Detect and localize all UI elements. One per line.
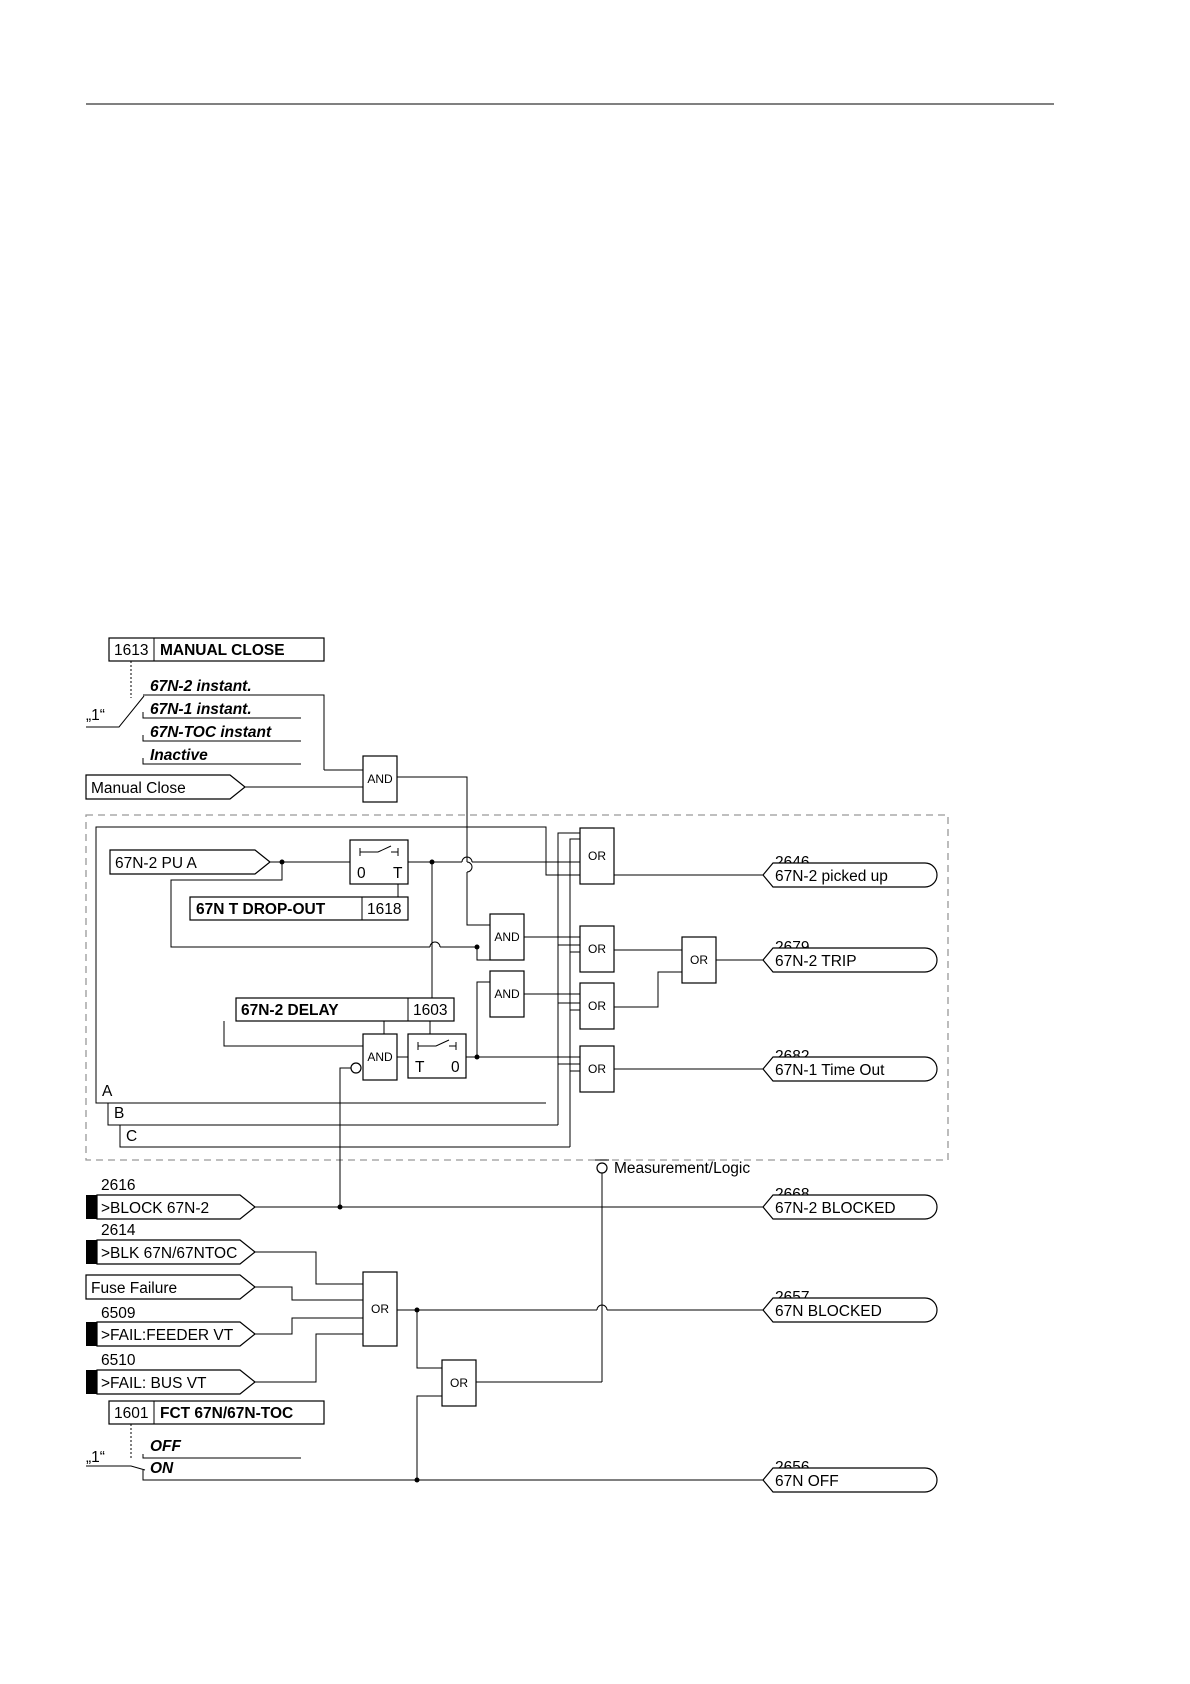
input-fail-bus-vt: 6510 >FAIL: BUS VT [86, 1352, 256, 1395]
selector-constant-label: „1“ [86, 1449, 105, 1466]
svg-text:67N-2 DELAY: 67N-2 DELAY [241, 1002, 339, 1019]
and-gate-trip-upper: AND [489, 913, 525, 961]
svg-text:6509: 6509 [101, 1305, 135, 1322]
svg-text:67N-2 TRIP: 67N-2 TRIP [775, 953, 857, 970]
option-67n2-instant: 67N-2 instant. [150, 678, 252, 695]
svg-text:OR: OR [588, 849, 606, 863]
svg-text:67N-2 BLOCKED: 67N-2 BLOCKED [775, 1200, 896, 1217]
svg-text:AND: AND [367, 772, 393, 786]
output-time-out: 2682 67N-1 Time Out [762, 1048, 938, 1082]
phase-c-frame [119, 1125, 570, 1148]
measurement-logic-boundary [85, 814, 949, 1161]
setting-code: 1613 [114, 642, 148, 659]
svg-text:OR: OR [371, 1302, 389, 1316]
input-block-67n2: 2616 >BLOCK 67N-2 [86, 1177, 256, 1220]
svg-text:67N-1 Time Out: 67N-1 Time Out [775, 1062, 885, 1079]
input-blk-67n-toc: 2614 >BLK 67N/67NTOC [86, 1222, 256, 1265]
or-gate-trip-2: OR [579, 982, 615, 1030]
option-on: ON [150, 1460, 174, 1477]
svg-text:67N BLOCKED: 67N BLOCKED [775, 1303, 882, 1320]
phase-b-label: B [114, 1105, 124, 1122]
svg-text:>BLOCK 67N-2: >BLOCK 67N-2 [101, 1200, 209, 1217]
svg-text:1618: 1618 [367, 901, 401, 918]
setting-name: FCT 67N/67N-TOC [160, 1405, 293, 1422]
phase-a-frame [95, 826, 580, 1104]
svg-text:AND: AND [367, 1050, 393, 1064]
svg-text:OR: OR [588, 999, 606, 1013]
setting-delay: 67N-2 DELAY 1603 [235, 997, 455, 1022]
negation-circle [350, 1062, 362, 1074]
output-67n2-blocked: 2668 67N-2 BLOCKED [762, 1186, 938, 1220]
setting-name: MANUAL CLOSE [160, 642, 285, 659]
setting-fct: 1601 FCT 67N/67N-TOC OFF ON „1“ [86, 1400, 763, 1481]
phase-c-label: C [126, 1128, 137, 1145]
or-gate-pickup: OR [579, 827, 615, 885]
svg-text:Fuse Failure: Fuse Failure [91, 1280, 177, 1297]
and-gate-manual-close: AND [362, 755, 398, 803]
svg-text:0: 0 [451, 1059, 460, 1076]
or-gate-timeout: OR [579, 1045, 615, 1093]
option-67n1-instant: 67N-1 instant. [150, 701, 252, 718]
or-gate-blocked: OR [362, 1271, 398, 1347]
option-off: OFF [150, 1438, 182, 1455]
input-fuse-failure: Fuse Failure [85, 1274, 256, 1300]
setting-code: 1601 [114, 1405, 148, 1422]
svg-text:OR: OR [450, 1376, 468, 1390]
svg-text:2614: 2614 [101, 1222, 136, 1239]
selector-switch [86, 695, 145, 728]
svg-text:67N-2 PU A: 67N-2 PU A [115, 855, 198, 872]
phase-a-label: A [102, 1083, 113, 1100]
svg-text:>FAIL:FEEDER VT: >FAIL:FEEDER VT [101, 1327, 234, 1344]
svg-text:>FAIL: BUS VT: >FAIL: BUS VT [101, 1375, 207, 1392]
svg-text:2616: 2616 [101, 1177, 135, 1194]
output-67n-blocked: 2657 67N BLOCKED [762, 1289, 938, 1323]
svg-text:67N OFF: 67N OFF [775, 1473, 839, 1490]
svg-text:67N-2 picked up: 67N-2 picked up [775, 868, 888, 885]
setting-frame [108, 637, 325, 662]
output-67n-off: 2656 67N OFF [762, 1459, 938, 1493]
svg-text:AND: AND [494, 930, 520, 944]
option-inactive: Inactive [150, 747, 208, 764]
or-gate-off: OR [441, 1359, 477, 1407]
setting-manual-close: 1613 MANUAL CLOSE 67N-2 instant. 67N-1 i… [86, 637, 325, 770]
input-manual-close: Manual Close [85, 774, 246, 800]
svg-text:0: 0 [357, 865, 366, 882]
setting-dropout: 67N T DROP-OUT 1618 [189, 896, 409, 921]
svg-text:AND: AND [494, 987, 520, 1001]
input-67n2-pu-a: 67N-2 PU A [109, 849, 271, 875]
option-67ntoc-instant: 67N-TOC instant [150, 724, 272, 741]
svg-text:67N T DROP-OUT: 67N T DROP-OUT [196, 901, 326, 918]
selector-switch [86, 1465, 146, 1471]
and-gate-trip-lower: AND [489, 970, 525, 1018]
svg-text:>BLK 67N/67NTOC: >BLK 67N/67NTOC [101, 1245, 237, 1262]
selector-constant-label: „1“ [86, 707, 105, 724]
timer-dropout: 0 T [349, 839, 409, 885]
svg-text:T: T [393, 865, 403, 882]
output-picked-up: 2646 67N-2 picked up [762, 854, 938, 888]
phase-b-frame [107, 1103, 558, 1126]
and-gate-delay: AND [362, 1033, 398, 1081]
svg-text:OR: OR [588, 1062, 606, 1076]
svg-text:OR: OR [690, 953, 708, 967]
svg-text:Manual Close: Manual Close [91, 780, 186, 797]
output-trip: 2679 67N-2 TRIP [762, 939, 938, 973]
measurement-logic-label: Measurement/Logic [614, 1160, 750, 1177]
or-gate-trip-final: OR [681, 936, 717, 984]
svg-text:6510: 6510 [101, 1352, 136, 1369]
timer-delay: T 0 [407, 1033, 467, 1079]
input-fail-feeder-vt: 6509 >FAIL:FEEDER VT [86, 1305, 256, 1347]
svg-text:T: T [415, 1059, 425, 1076]
svg-text:1603: 1603 [413, 1002, 447, 1019]
measurement-logic-marker [596, 1162, 608, 1174]
svg-text:OR: OR [588, 942, 606, 956]
or-gate-trip-1: OR [579, 925, 615, 973]
